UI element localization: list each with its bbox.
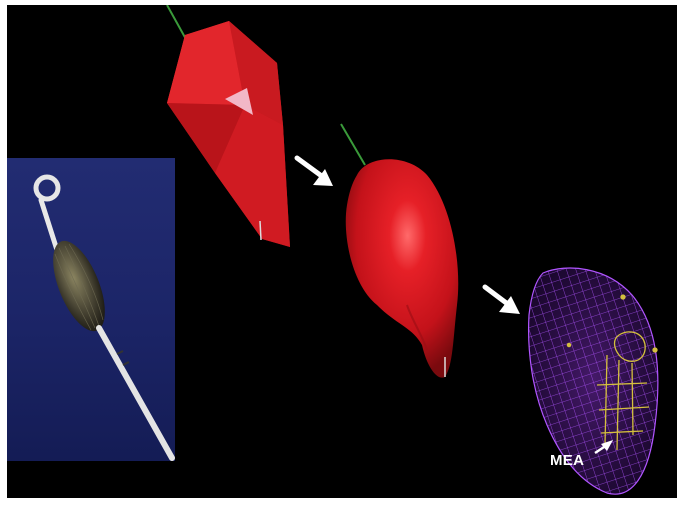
mea-label: MEA [550, 452, 584, 469]
model-sequence [7, 5, 677, 498]
arrow-2 [485, 287, 520, 314]
smooth-model [341, 124, 458, 378]
arrow-1 [297, 158, 333, 186]
mesh-model [529, 268, 658, 494]
figure-panel: MEA [7, 5, 677, 498]
faceted-model [167, 5, 290, 247]
